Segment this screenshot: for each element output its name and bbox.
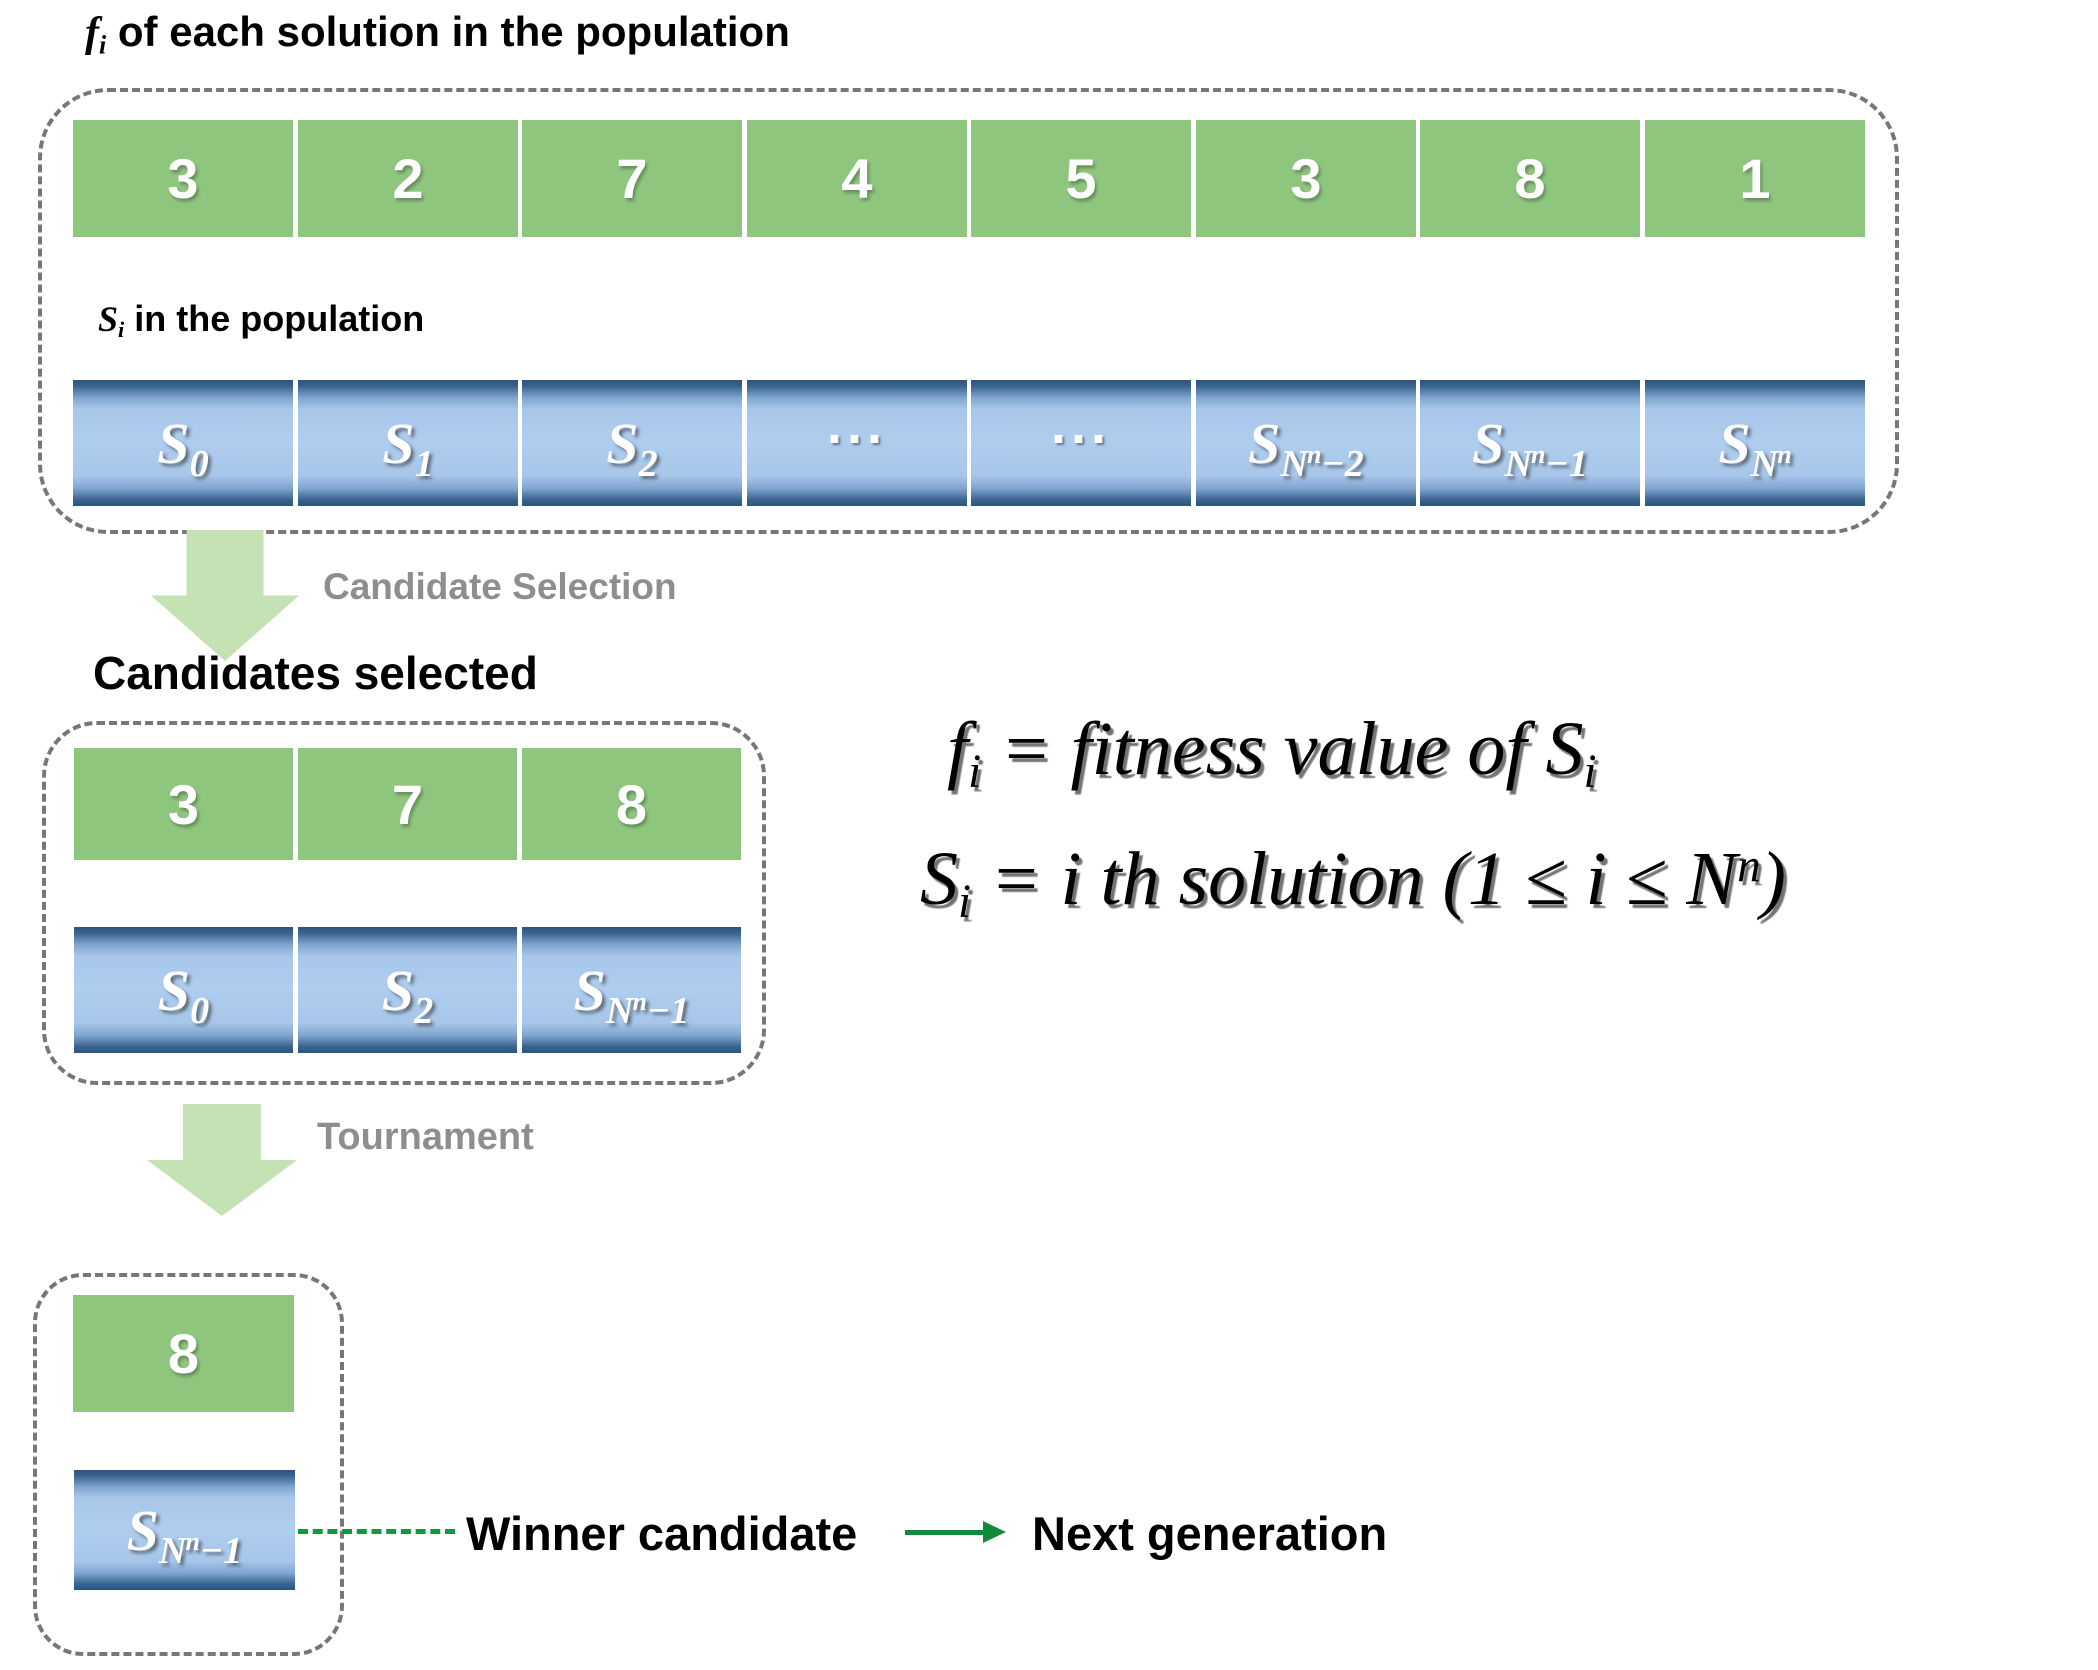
ellipsis: ... [826,395,887,456]
winner-fitness-cell: 8 [73,1295,294,1412]
fitness-formula: fi = fitness value of Si [947,707,1597,799]
solution-cell: S0 [73,380,293,506]
fitness-cell: 5 [971,120,1191,237]
winner-candidate-label: Winner candidate [466,1507,858,1560]
fitness-cell: 2 [298,120,518,237]
next-generation-arrowhead-icon [983,1521,1006,1543]
winner-box [33,1273,344,1656]
solution-cell: S1 [298,380,518,506]
solution-cell: S2 [522,380,742,506]
winner-solution-cell: SNn−1 [74,1470,295,1590]
candidate-solution-cell: SNn−1 [522,927,741,1053]
fitness-cell: 8 [1420,120,1640,237]
candidate-selection-label: Candidate Selection [323,566,677,607]
candidates-title: Candidates selected [93,647,538,699]
solution-cell-ellipsis: ... [971,380,1191,506]
candidate-fitness-cell: 3 [74,748,293,860]
down-arrow-icon [147,1104,297,1216]
f-symbol: f [85,10,99,56]
solution-cell-ellipsis: ... [747,380,967,506]
candidate-fitness-cell: 8 [522,748,741,860]
candidate-solution-cell: S0 [74,927,293,1053]
next-generation-label: Next generation [1032,1507,1388,1560]
s-symbol: S [98,299,119,339]
fitness-row-title: fi of each solution in the population [85,8,790,60]
solution-formula: Si = i th solution (1 ≤ i ≤ Nn) [920,837,1786,929]
fitness-cell: 3 [1196,120,1416,237]
tournament-label: Tournament [317,1116,534,1158]
fitness-cell: 7 [522,120,742,237]
solution-cell: SNn−2 [1196,380,1416,506]
candidate-solution-cell: S2 [298,927,517,1053]
solution-cell: SNn [1645,380,1865,506]
fitness-cell: 4 [747,120,967,237]
candidate-fitness-cell: 7 [298,748,517,860]
candidates-box [42,721,766,1085]
winner-connector-line [298,1529,455,1534]
down-arrow-icon [151,530,299,661]
ellipsis: ... [1050,395,1111,456]
fitness-cell: 3 [73,120,293,237]
solution-cell: SNn−1 [1420,380,1640,506]
solution-row-title: Si in the population [98,298,425,343]
fitness-cell: 1 [1645,120,1865,237]
next-generation-arrow-icon [905,1530,985,1535]
population-box [38,88,1899,534]
